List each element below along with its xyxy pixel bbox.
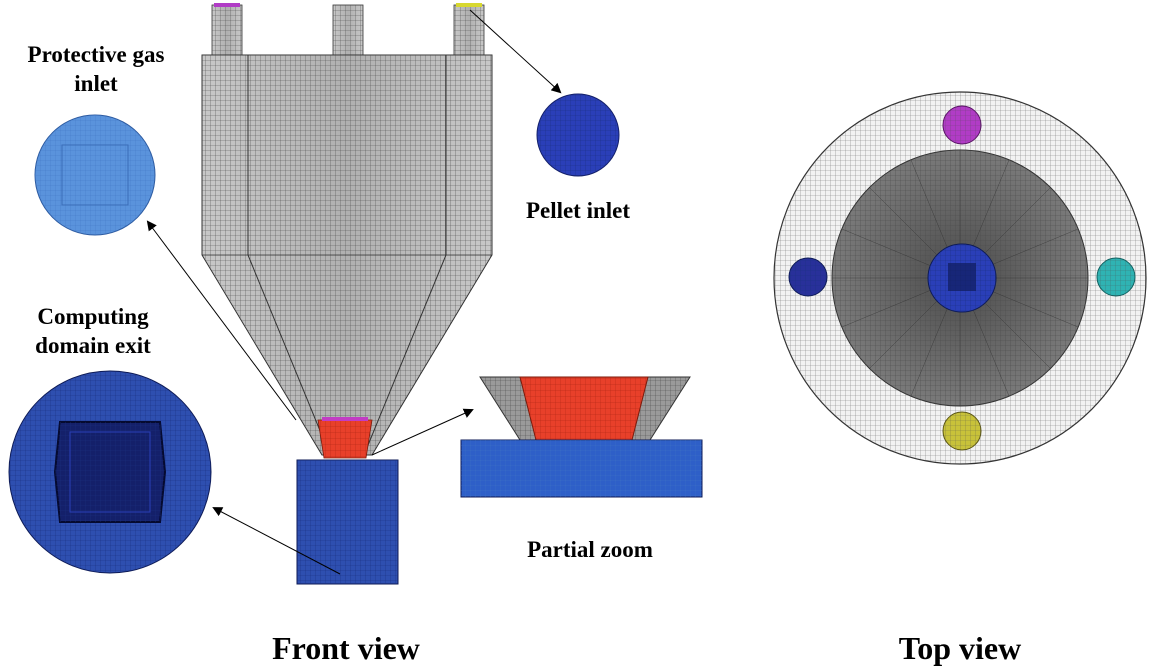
label-partial-zoom: Partial zoom [527,537,653,562]
computing-domain-exit-disk [8,370,212,574]
arrow-domain-exit [212,507,341,575]
tube-left-cap [214,3,240,7]
arrow-gas-inlet [146,220,297,421]
label-computing-domain-exit: Computing domain exit [8,302,178,360]
partial-zoom [460,376,703,498]
label-computing-domain-exit-line1: Computing [37,304,149,329]
label-top-view: Top view [898,630,1022,666]
label-computing-domain-exit-line2: domain exit [35,333,151,358]
label-front-view: Front view [272,630,420,666]
label-protective-gas-inlet: Protective gas inlet [6,40,186,98]
pellet-inlet-disk [536,93,620,177]
front-view-vessel [201,3,493,585]
label-protective-gas-inlet-line2: inlet [74,71,118,96]
label-pellet-inlet: Pellet inlet [525,198,631,223]
tube-right-cap [456,3,482,7]
label-protective-gas-inlet-line1: Protective gas [27,42,165,67]
arrow-pellet-inlet [469,9,562,94]
protective-gas-inlet-disk [34,114,156,236]
arrow-partial-zoom [371,408,474,456]
arrows [146,9,562,575]
top-view [773,91,1147,465]
